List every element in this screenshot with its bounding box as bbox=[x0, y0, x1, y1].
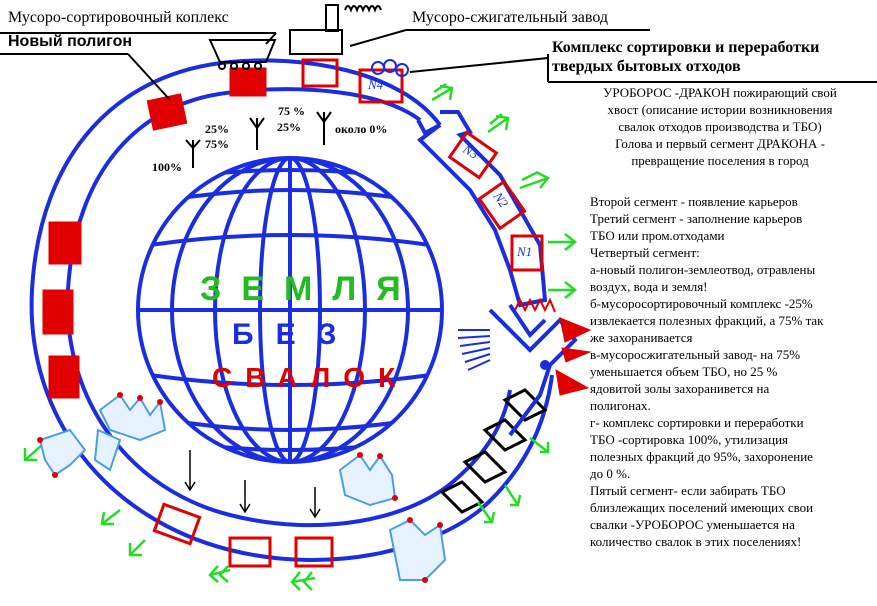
globe-letter: Л bbox=[332, 270, 377, 308]
desc-line: г- комплекс сортировки и переработки bbox=[590, 415, 804, 430]
globe-letter: К bbox=[378, 362, 409, 393]
dragon-head bbox=[457, 297, 592, 437]
desc-line: полезных фракций до 95%, захоронение bbox=[590, 449, 813, 464]
desc-line: ТБО -сортировка 100%, утилизация bbox=[590, 432, 789, 447]
desc-line: полигонах. bbox=[590, 398, 651, 413]
desc-head-line: превращение поселения в город bbox=[631, 153, 809, 168]
desc-line: ТБО или пром.отходами bbox=[590, 228, 725, 243]
desc-line: ядовитой золы захоранивется на bbox=[590, 381, 770, 396]
globe-letter: Е bbox=[241, 270, 284, 308]
globe-letter: О bbox=[343, 362, 379, 393]
incinerator-building bbox=[289, 4, 382, 55]
globe-letter: М bbox=[284, 270, 333, 308]
description-head: УРОБОРОС -ДРАКОН пожирающий свой хвост (… bbox=[570, 84, 870, 169]
description-body: Второй сегмент - появление карьеров Трет… bbox=[590, 193, 875, 550]
complex-label: Комплекс сортировки и переработки тверды… bbox=[552, 38, 819, 76]
desc-line: до 0 %. bbox=[590, 466, 631, 481]
desc-line: количество свалок в этих поселениях! bbox=[590, 534, 802, 549]
percent-100: 100% bbox=[152, 160, 182, 174]
desc-line: извлекается полезных фракций, а 75% так bbox=[590, 313, 824, 328]
black-segments bbox=[439, 388, 548, 514]
desc-head-line: хвост (описание истории возникновения bbox=[607, 102, 833, 117]
percent-75-b: 75 % bbox=[278, 104, 305, 118]
globe-letter: А bbox=[277, 362, 311, 393]
globe-letter: Е bbox=[275, 318, 318, 351]
globe-letter: С bbox=[212, 362, 246, 393]
percent-25-a: 25% bbox=[205, 122, 229, 136]
globe-word-zemlya: ЗЕМЛЯ bbox=[200, 270, 421, 309]
outline-boxes bbox=[152, 58, 544, 568]
desc-line: б-мусоросортировочный комплекс -25% bbox=[590, 296, 813, 311]
globe bbox=[136, 156, 444, 464]
desc-line: в-мусоросжигательный завод- на 75% bbox=[590, 347, 801, 362]
desc-line: а-новый полигон-землеотвод, отравлены bbox=[590, 262, 816, 277]
complex-label-line2: твердых бытовых отходов bbox=[552, 58, 741, 75]
percent-0: около 0% bbox=[335, 122, 388, 136]
desc-line: свалки -УРОБОРОС уменьшается на bbox=[590, 517, 795, 532]
sorting-complex-building bbox=[208, 39, 277, 70]
globe-word-bez: БЕЗ bbox=[232, 318, 358, 352]
percent-25-b: 25% bbox=[277, 120, 301, 134]
processing-complex-building bbox=[371, 59, 409, 77]
desc-head-line: Голова и первый сегмент ДРАКОНА - bbox=[615, 136, 825, 151]
desc-line: Третий сегмент - заполнение карьеров bbox=[590, 211, 803, 226]
desc-line: Пятый сегмент- если забирать ТБО bbox=[590, 483, 786, 498]
desc-head-line: свалок отходов производства и ТБО) bbox=[618, 119, 822, 134]
red-blocks bbox=[42, 67, 267, 399]
globe-letter: Б bbox=[232, 318, 276, 351]
globe-letter: В bbox=[245, 362, 278, 393]
globe-word-svalok: СВАЛОК bbox=[212, 362, 408, 394]
blue-crystals bbox=[38, 393, 447, 581]
globe-letter: Я bbox=[376, 270, 421, 308]
desc-line: уменьшается объем ТБО, но 25 % bbox=[590, 364, 778, 379]
desc-head-line: УРОБОРОС -ДРАКОН пожирающий свой bbox=[603, 85, 837, 100]
globe-letter: З bbox=[317, 318, 359, 351]
leader-lines bbox=[0, 29, 877, 101]
desc-line: Второй сегмент - появление карьеров bbox=[590, 194, 798, 209]
desc-line: Четвертый сегмент: bbox=[590, 245, 700, 260]
complex-label-line1: Комплекс сортировки и переработки bbox=[552, 39, 820, 56]
segment-n1-label: N1 bbox=[517, 244, 533, 259]
incinerator-label: Мусоро-сжигательный завод bbox=[412, 9, 609, 26]
down-arrows bbox=[184, 450, 321, 519]
desc-line: же захоранивается bbox=[590, 330, 693, 345]
sorting-complex-label: Мусоро-сортировочный коплекс bbox=[8, 9, 229, 26]
segment-n4-label: N4 bbox=[368, 77, 384, 92]
globe-letter: З bbox=[200, 270, 242, 308]
red-dots bbox=[37, 392, 443, 583]
desc-line: близлежащих поселений имеющих свои bbox=[590, 500, 814, 515]
new-polygon-label: Новый полигон bbox=[8, 33, 133, 50]
antennas bbox=[185, 111, 332, 168]
desc-line: воздух, вода и земля! bbox=[590, 279, 708, 294]
green-arrows bbox=[23, 82, 578, 591]
percent-75-a: 75% bbox=[205, 137, 229, 151]
globe-letter: Л bbox=[310, 362, 344, 393]
